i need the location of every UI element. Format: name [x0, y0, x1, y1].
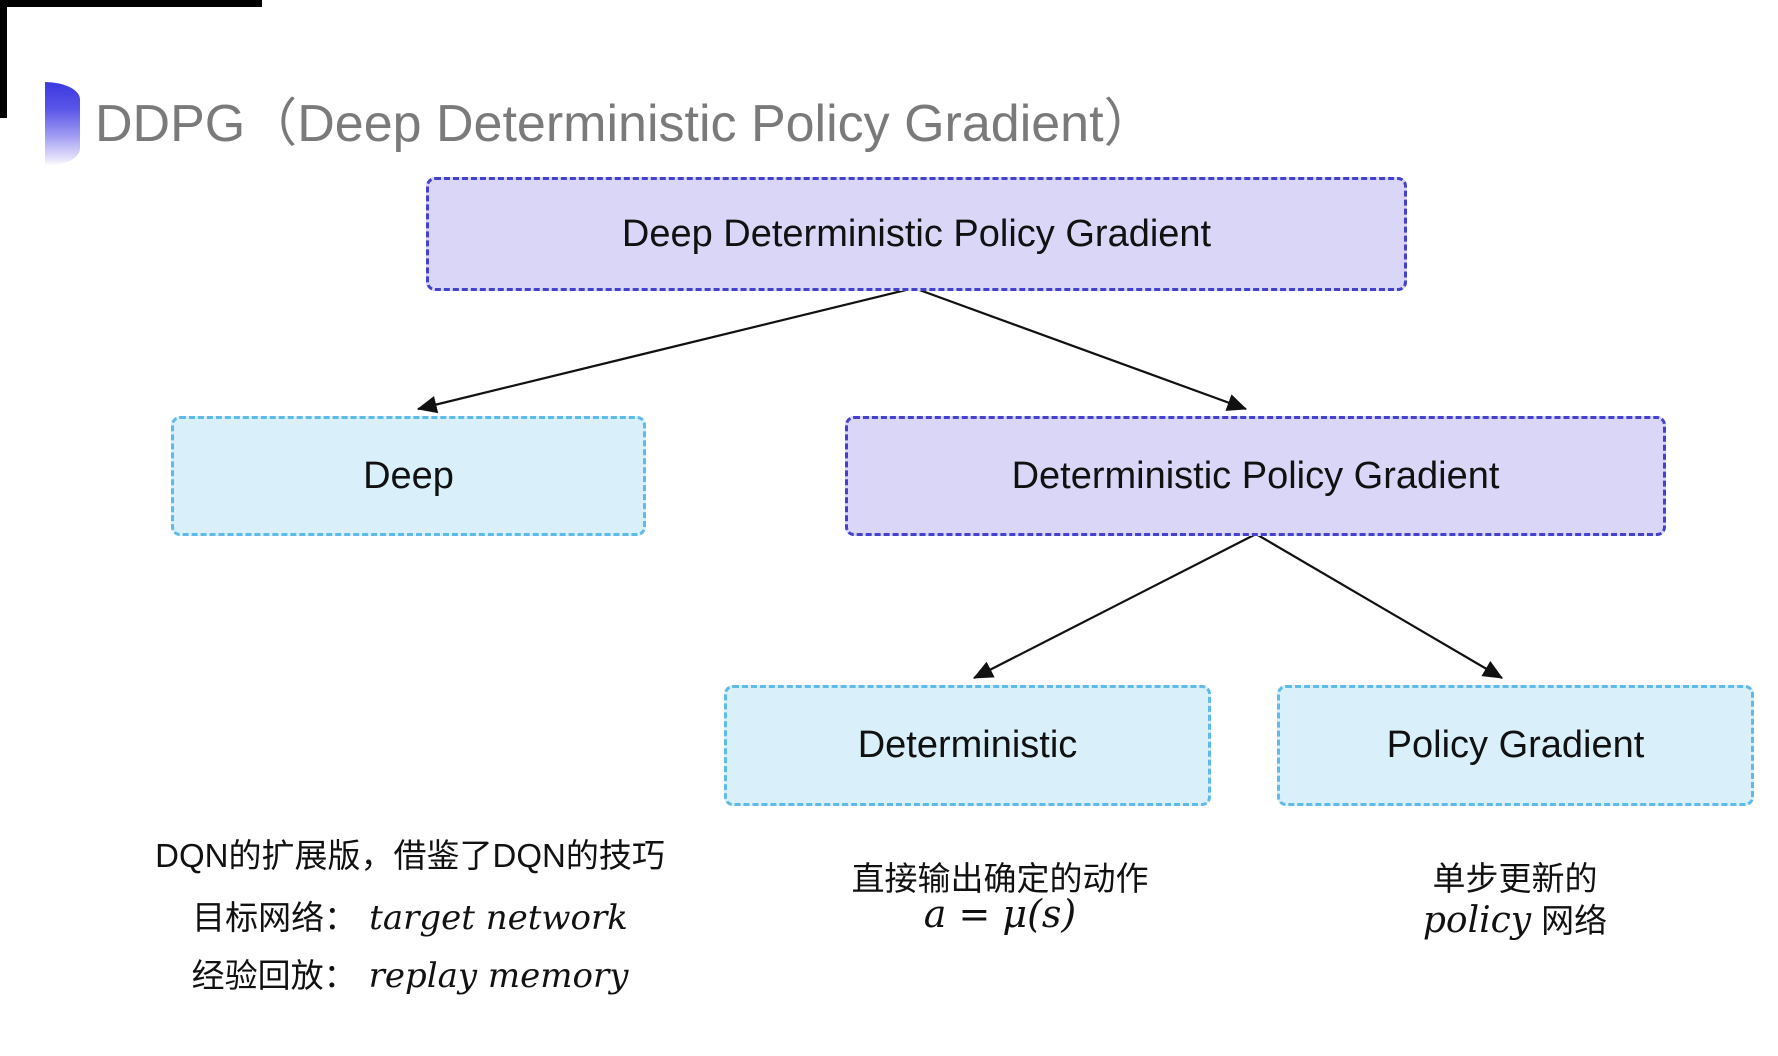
formula-a-mu-s: a = μ(s)	[923, 892, 1077, 936]
window-edge-top	[0, 0, 262, 7]
node-label: Deterministic	[857, 724, 1078, 766]
node-policy-gradient: Policy Gradient	[1277, 685, 1754, 806]
note-deep-line3-value: replay memory	[368, 956, 629, 996]
window-edge-left	[0, 0, 7, 118]
note-policy-line2-en: policy	[1422, 900, 1532, 941]
arrow-root-to-deep	[416, 286, 915, 414]
node-label: Deterministic Policy Gradient	[1011, 454, 1500, 497]
note-deep-line3: 经验回放： replay memory	[140, 949, 680, 997]
arrow-dpg-to-policy-gradient	[1255, 533, 1503, 679]
node-label: Deep	[363, 454, 454, 497]
node-deterministic-policy-gradient: Deterministic Policy Gradient	[845, 416, 1666, 536]
note-policy-line2-cn: 网络	[1541, 902, 1608, 939]
accent-semicircle-icon	[45, 82, 80, 166]
note-deep-line3-label: 经验回放：	[191, 957, 357, 994]
node-label: Deep Deterministic Policy Gradient	[621, 212, 1212, 255]
note-deterministic-formula: a = μ(s)	[775, 892, 1225, 936]
node-deep-deterministic-policy-gradient: Deep Deterministic Policy Gradient	[426, 177, 1407, 291]
note-deep-line2-value: target network	[369, 898, 628, 938]
node-deterministic: Deterministic	[724, 685, 1211, 806]
note-deep-line2: 目标网络： target network	[140, 891, 680, 939]
arrow-root-to-dpg	[913, 286, 1248, 411]
arrow-dpg-to-deterministic	[973, 533, 1257, 679]
node-deep: Deep	[171, 416, 646, 536]
note-deterministic-line1: 直接输出确定的动作	[851, 860, 1149, 897]
page-title: DDPG（Deep Deterministic Policy Gradient）	[95, 95, 1156, 153]
node-label: Policy Gradient	[1386, 724, 1645, 766]
note-deep-line2-label: 目标网络：	[192, 899, 358, 936]
note-deep-line1: DQN的扩展版，借鉴了DQN的技巧	[155, 837, 665, 874]
note-policy-line1: 单步更新的	[1432, 860, 1598, 897]
